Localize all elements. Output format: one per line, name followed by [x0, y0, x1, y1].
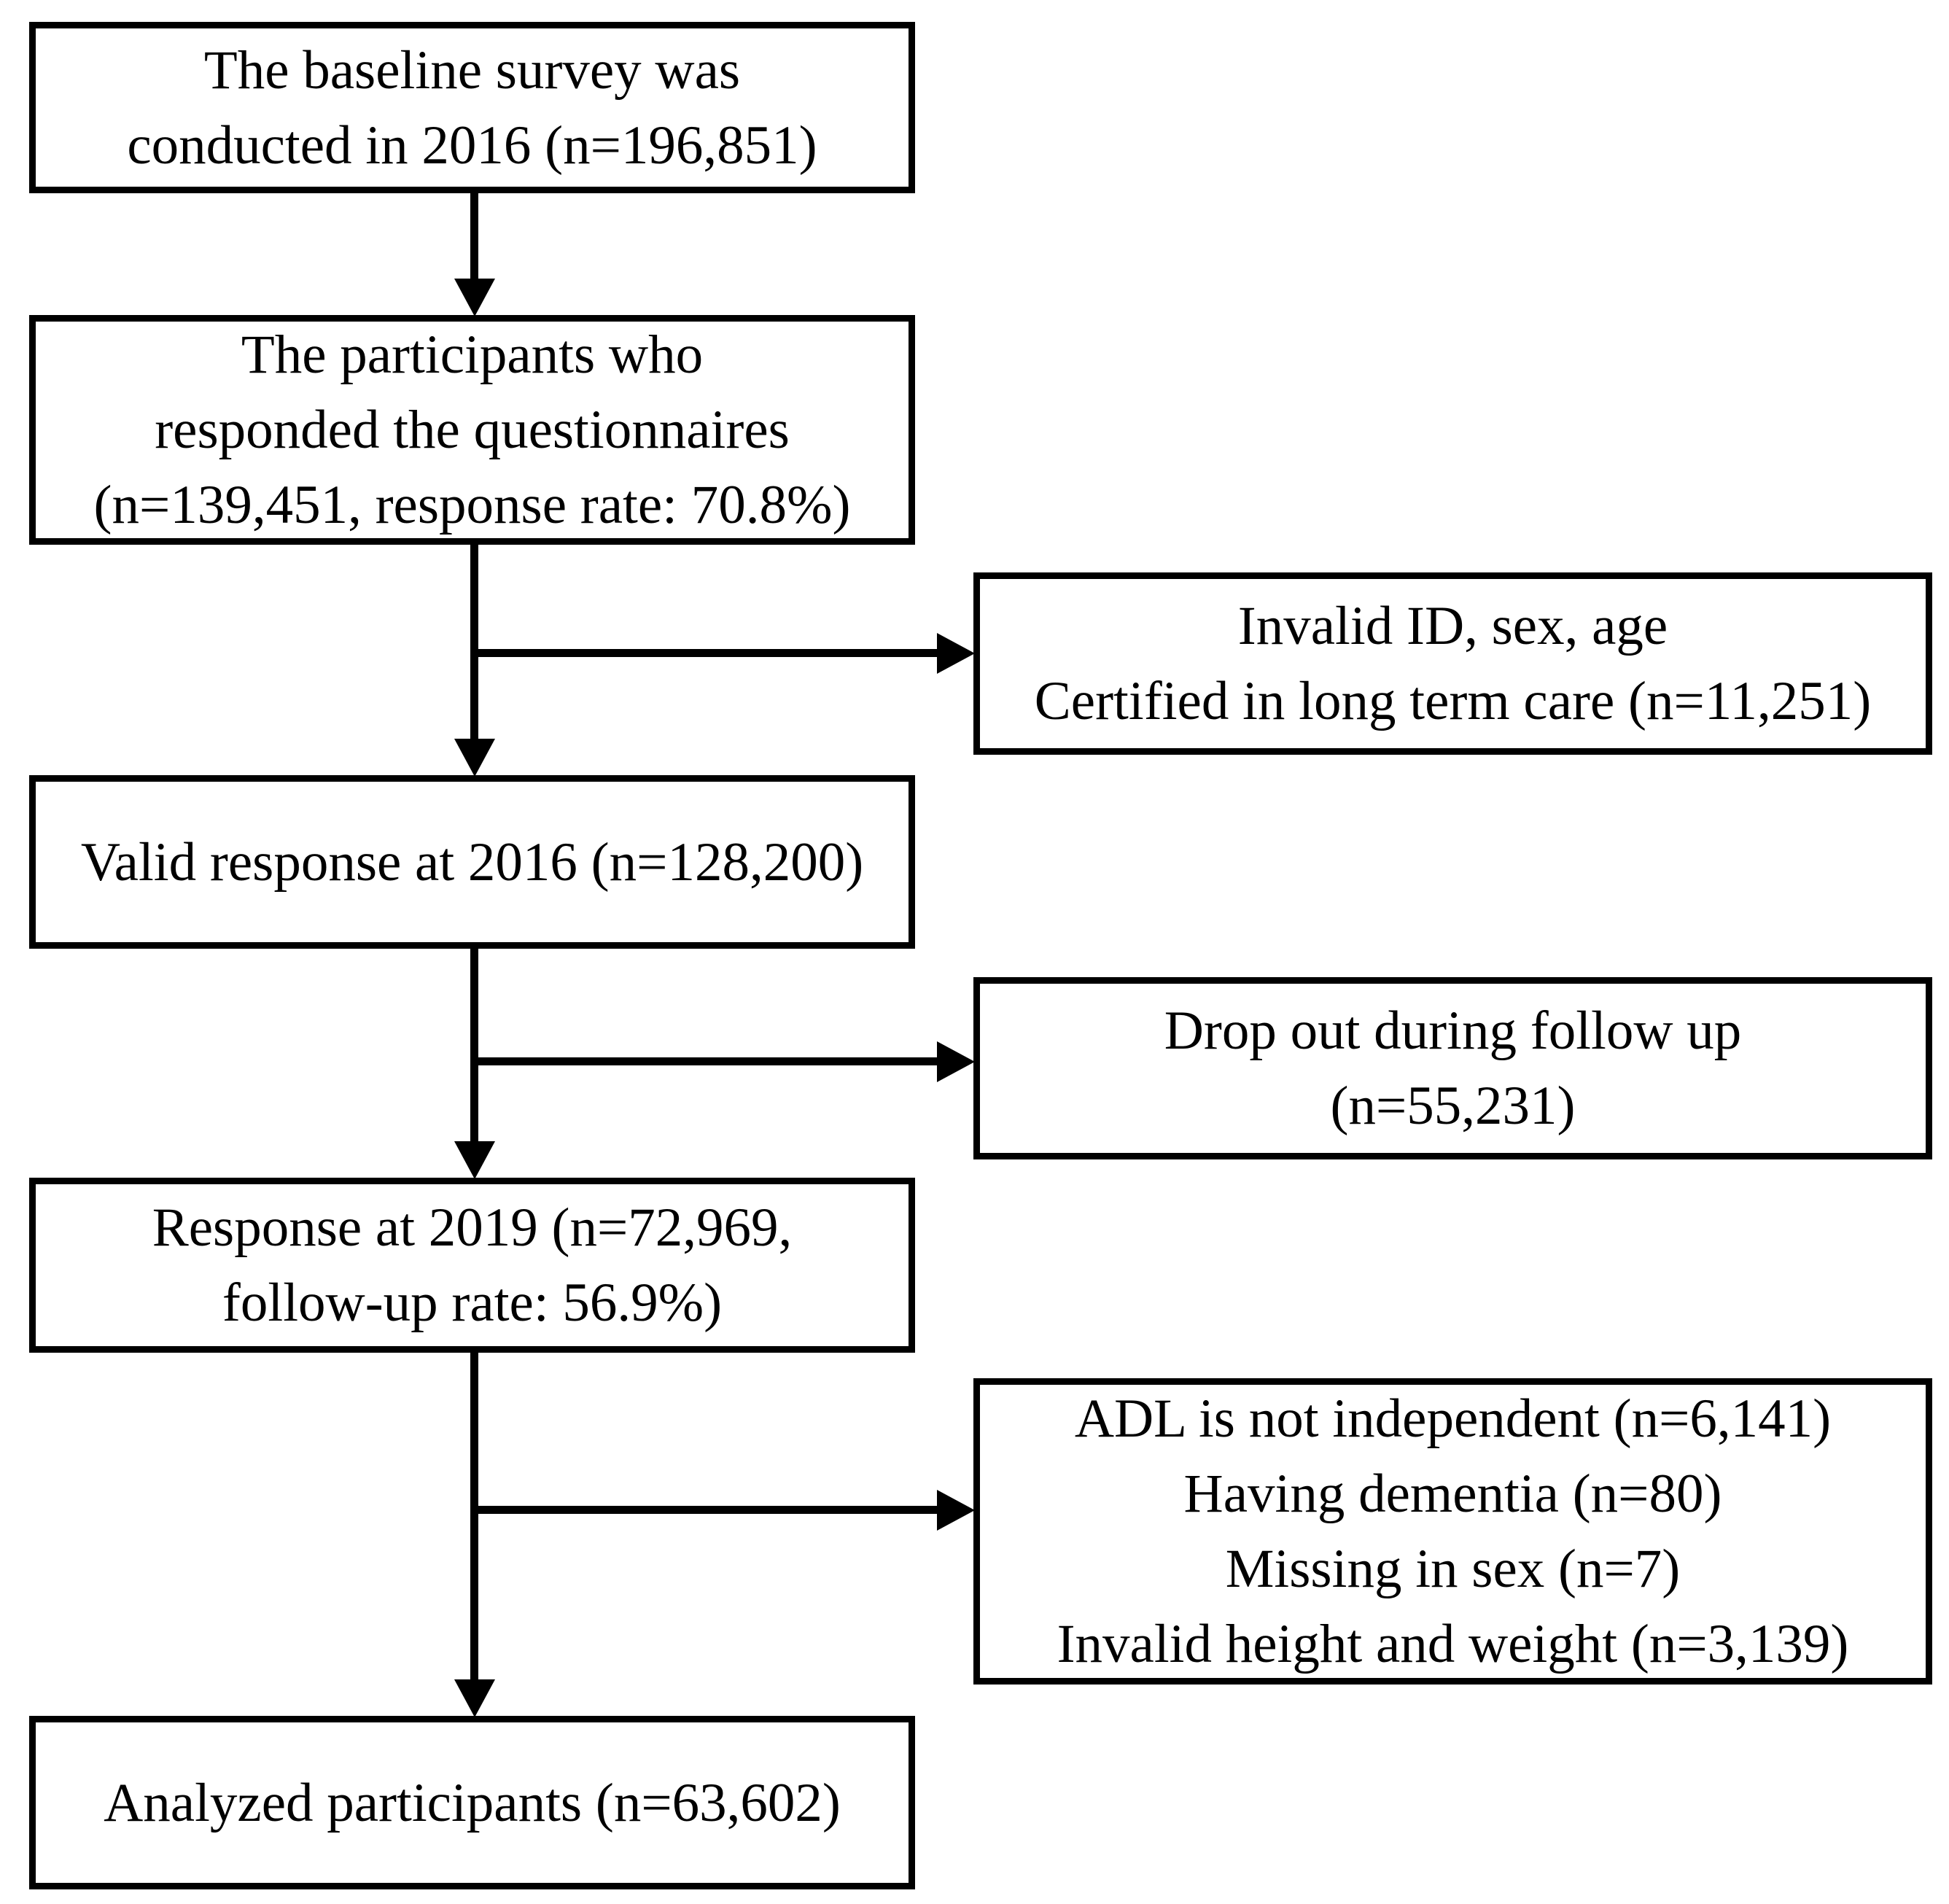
arrow-down-icon	[454, 279, 495, 316]
arrow-right-icon	[937, 633, 975, 674]
box-baseline-survey-line: The baseline survey was	[203, 39, 741, 101]
arrow-responded-to-valid-line	[470, 545, 478, 742]
box-responded-questionnaires: The participants who responded the quest…	[29, 315, 915, 545]
box-excluded-adl-line: Having dementia (n=80)	[1183, 1464, 1722, 1524]
box-excluded-invalid-id-line: Certified in long term care (n=11,251)	[1034, 671, 1872, 731]
box-responded-line: responded the questionnaires	[155, 400, 790, 460]
branch-to-excluded-adl-line	[474, 1506, 941, 1514]
box-responded-line: The participants who	[241, 325, 704, 385]
arrow-baseline-to-responded-line	[470, 193, 478, 282]
arrow-down-icon	[454, 739, 495, 777]
arrow-valid-to-response2019-line	[470, 949, 478, 1144]
branch-to-excluded-invalid-line	[474, 649, 941, 657]
box-response-2019-line: Response at 2019 (n=72,969,	[152, 1197, 793, 1258]
branch-to-excluded-dropout-line	[474, 1057, 941, 1065]
box-response-2019: Response at 2019 (n=72,969, follow-up ra…	[29, 1178, 915, 1353]
arrow-down-icon	[454, 1679, 495, 1717]
box-analyzed-participants-line: Analyzed participants (n=63,602)	[104, 1772, 841, 1833]
arrow-response2019-to-analyzed-line	[470, 1353, 478, 1682]
arrow-right-icon	[937, 1490, 975, 1531]
box-excluded-dropout-line: Drop out during follow up	[1164, 1000, 1742, 1061]
box-valid-response-2016: Valid response at 2016 (n=128,200)	[29, 775, 915, 949]
box-excluded-invalid-id: Invalid ID, sex, age Certified in long t…	[973, 572, 1932, 755]
box-baseline-survey: The baseline survey was conducted in 201…	[29, 22, 915, 193]
arrow-right-icon	[937, 1041, 975, 1082]
box-excluded-dropout-line: (n=55,231)	[1330, 1076, 1576, 1136]
box-analyzed-participants: Analyzed participants (n=63,602)	[29, 1716, 915, 1889]
box-responded-line: (n=139,451, response rate: 70.8%)	[93, 475, 851, 535]
box-baseline-survey-line: conducted in 2016 (n=196,851)	[127, 114, 817, 176]
box-excluded-adl: ADL is not independent (n=6,141) Having …	[973, 1378, 1932, 1685]
box-excluded-adl-line: ADL is not independent (n=6,141)	[1074, 1388, 1832, 1449]
box-response-2019-line: follow-up rate: 56.9%)	[222, 1272, 723, 1333]
box-excluded-dropout: Drop out during follow up (n=55,231)	[973, 977, 1932, 1159]
box-valid-response-2016-line: Valid response at 2016 (n=128,200)	[80, 831, 864, 893]
box-excluded-adl-line: Missing in sex (n=7)	[1225, 1539, 1681, 1599]
box-excluded-invalid-id-line: Invalid ID, sex, age	[1237, 596, 1668, 656]
arrow-down-icon	[454, 1141, 495, 1179]
box-excluded-adl-line: Invalid height and weight (n=3,139)	[1057, 1614, 1849, 1674]
